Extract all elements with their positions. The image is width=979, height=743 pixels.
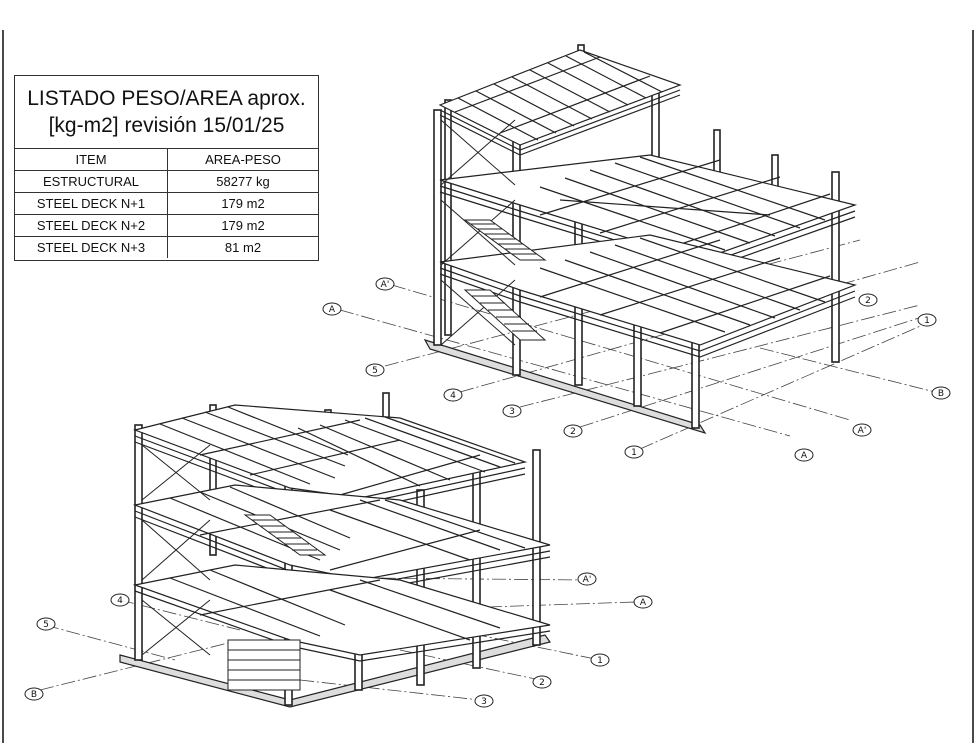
upper-bubble-a-front: A [794,448,814,462]
upper-isometric-structure [339,44,936,450]
upper-bubble-2-right: 2 [858,293,878,307]
upper-label-1-right: 1 [924,316,930,326]
upper-label-b: B [938,389,944,399]
table-title-line-2: [kg-m2] revisión 15/01/25 [48,114,285,137]
lower-label-3: 3 [481,697,487,707]
upper-bubble-a-prime-left: A' [375,277,395,291]
upper-grid-bubbles: A' A 5 4 3 2 1 A A' B 1 2 [322,277,951,462]
row-value: 179 m2 [167,214,318,237]
row-item: STEEL DECK N+3 [15,236,168,258]
table-row: STEEL DECK N+3 81 m2 [15,236,318,258]
lower-label-b: B [31,690,37,700]
lower-bubble-5: 5 [36,617,56,631]
table-title-line-1: LISTADO PESO/AREA aprox. [27,87,306,110]
upper-bubble-2-front: 2 [563,424,583,438]
upper-label-1-front: 1 [631,448,637,458]
upper-bubble-3: 3 [502,404,522,418]
row-item: STEEL DECK N+2 [15,214,168,237]
upper-label-a-left: A [329,305,336,315]
right-border-line [972,30,974,743]
lower-bubble-3: 3 [474,694,494,708]
table-row: STEEL DECK N+2 179 m2 [15,214,318,237]
lower-bubble-2: 2 [532,675,552,689]
lower-bracing [141,444,211,656]
lower-label-a: A [640,598,647,608]
upper-bubble-5: 5 [365,363,385,377]
lower-label-a-prime: A' [583,575,592,585]
lower-stair [227,514,327,691]
upper-label-2-right: 2 [865,296,871,306]
upper-bubble-a-prime-front: A' [852,423,872,437]
upper-bubble-1-right: 1 [917,313,937,327]
lower-isometric-structure [39,392,636,708]
upper-label-3: 3 [509,407,515,417]
upper-roof-deck [438,49,682,156]
row-value: 81 m2 [167,236,318,258]
upper-label-5: 5 [372,366,378,376]
upper-label-4: 4 [450,391,456,401]
lower-label-2: 2 [539,678,545,688]
upper-label-a-front: A [801,451,808,461]
lower-roof-deck [132,404,528,511]
left-border-line [2,30,4,743]
upper-bubble-1-front: 1 [624,445,644,459]
lower-label-5: 5 [43,620,49,630]
upper-bubble-4: 4 [443,388,463,402]
lower-bubble-a-prime: A' [577,572,597,586]
upper-bracing [440,119,516,346]
lower-bubble-4: 4 [110,593,130,607]
upper-level-1-deck [439,234,857,358]
upper-label-a-prime-left: A' [381,280,390,290]
upper-stair [463,219,547,341]
lower-label-4: 4 [117,596,123,606]
lower-label-1: 1 [597,656,603,666]
upper-bubble-a-left: A [322,302,342,316]
table-title: LISTADO PESO/AREA aprox. [kg-m2] revisió… [15,76,318,149]
lower-bubble-1: 1 [590,653,610,667]
upper-label-2-front: 2 [570,427,576,437]
lower-grid-bubbles: 4 5 B A' A 1 2 3 [24,572,653,708]
weights-grid: ITEM AREA-PESO ESTRUCTURAL 58277 kg STEE… [15,149,318,258]
weight-area-table: LISTADO PESO/AREA aprox. [kg-m2] revisió… [14,75,319,261]
upper-bubble-b: B [931,386,951,400]
lower-bubble-a: A [633,595,653,609]
upper-label-a-prime-front: A' [858,426,867,436]
lower-bubble-b: B [24,687,44,701]
